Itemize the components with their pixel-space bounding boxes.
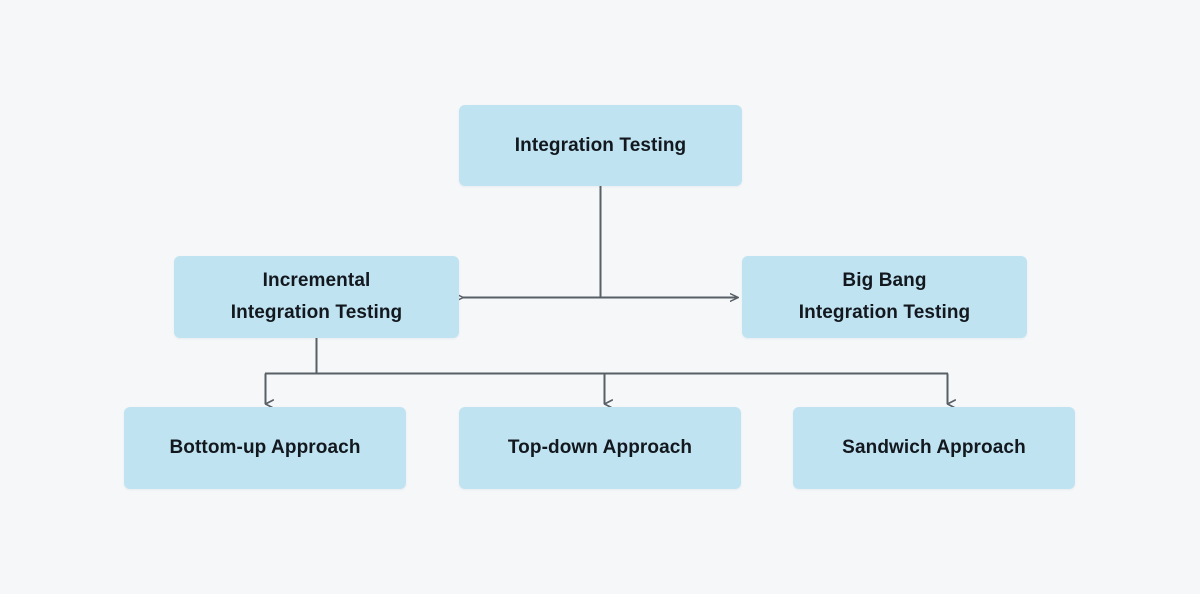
node-top-down-approach[interactable]: Top-down Approach xyxy=(459,407,741,489)
node-integration-testing[interactable]: Integration Testing xyxy=(459,105,742,186)
node-big-bang-integration-testing[interactable]: Big Bang Integration Testing xyxy=(742,256,1027,338)
node-bottom-up-approach[interactable]: Bottom-up Approach xyxy=(124,407,406,489)
node-integration-testing-label: Integration Testing xyxy=(514,134,687,156)
node-incremental-integration-testing[interactable]: Incremental Integration Testing xyxy=(174,256,459,338)
node-sandwich-approach-label: Sandwich Approach xyxy=(842,437,1026,459)
node-big-bang-integration-testing-label: Big Bang Integration Testing xyxy=(798,270,971,323)
node-bottom-up-approach-label: Bottom-up Approach xyxy=(169,437,361,459)
node-top-down-approach-label: Top-down Approach xyxy=(507,437,693,459)
node-incremental-integration-testing-label: Incremental Integration Testing xyxy=(230,270,403,323)
node-sandwich-approach[interactable]: Sandwich Approach xyxy=(793,407,1075,489)
